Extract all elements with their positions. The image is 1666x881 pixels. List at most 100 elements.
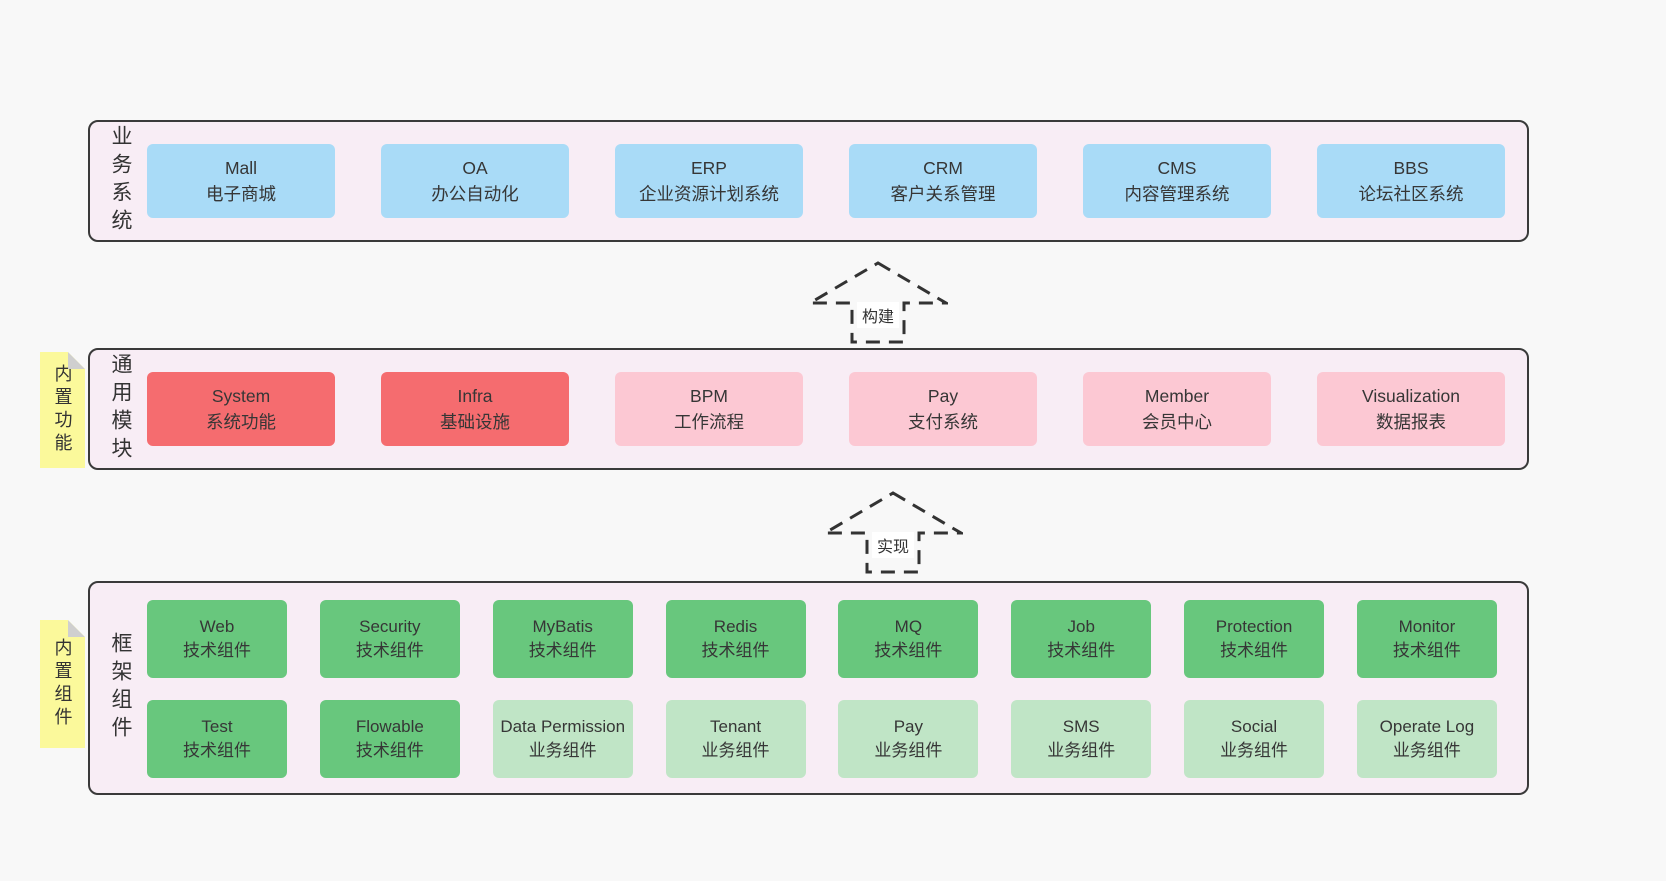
business-systems-row: Mall 电子商城 OA 办公自动化 ERP 企业资源计划系统 CRM 客户关系… [90, 122, 1527, 240]
infra-box-title: Infra [457, 386, 493, 406]
social-box-title: Social [1230, 717, 1278, 736]
sms-box: SMS 业务组件 [1011, 700, 1152, 778]
web-box-title: Web [199, 617, 235, 636]
crm-box-title: CRM [923, 158, 963, 178]
bpm-box-subtitle: 工作流程 [674, 412, 744, 432]
web-box: Web 技术组件 [147, 600, 287, 678]
bbs-box-subtitle: 论坛社区系统 [1358, 184, 1464, 204]
framework-row-2: Test 技术组件 Flowable 技术组件 Data Permission … [147, 700, 1497, 778]
visualization-box: Visualization 数据报表 [1317, 372, 1505, 446]
bpm-box-title: BPM [690, 386, 728, 406]
security-box: Security 技术组件 [319, 600, 460, 678]
sms-box-subtitle: 业务组件 [1047, 741, 1116, 760]
cms-box: CMS 内容管理系统 [1083, 144, 1271, 218]
pay-component-box-title: Pay [893, 717, 924, 736]
mq-box: MQ 技术组件 [838, 600, 979, 678]
mybatis-box-title: MyBatis [532, 617, 593, 636]
protection-box-subtitle: 技术组件 [1220, 641, 1289, 660]
flowable-box-title: Flowable [355, 717, 424, 736]
job-box-title: Job [1067, 617, 1095, 636]
data-permission-box-subtitle: 业务组件 [528, 741, 597, 760]
data-permission-box-title: Data Permission [500, 717, 626, 736]
pay-module-box: Pay 支付系统 [849, 372, 1037, 446]
cms-box-subtitle: 内容管理系统 [1124, 184, 1230, 204]
flowable-box: Flowable 技术组件 [319, 700, 460, 778]
common-modules-panel-label: 通用模块 [109, 353, 132, 465]
member-box-title: Member [1144, 386, 1210, 406]
framework-components-panel-label: 框架组件 [109, 632, 132, 744]
web-box-subtitle: 技术组件 [183, 641, 251, 660]
crm-box: CRM 客户关系管理 [849, 144, 1037, 218]
business-systems-panel: 业务系统 Mall 电子商城 OA 办公自动化 ERP 企业资源计划系统 CRM… [88, 120, 1529, 242]
system-box-subtitle: 系统功能 [206, 412, 276, 432]
common-modules-row: System 系统功能 Infra 基础设施 BPM 工作流程 Pay 支付系统… [90, 350, 1527, 468]
tenant-box-subtitle: 业务组件 [701, 741, 770, 760]
redis-box-subtitle: 技术组件 [701, 641, 770, 660]
monitor-box: Monitor 技术组件 [1356, 600, 1497, 678]
security-box-subtitle: 技术组件 [355, 641, 424, 660]
mall-box-title: Mall [224, 158, 258, 178]
operate-log-box-subtitle: 业务组件 [1392, 741, 1461, 760]
system-box: System 系统功能 [147, 372, 335, 446]
visualization-box-title: Visualization [1362, 386, 1460, 406]
cms-box-title: CMS [1157, 158, 1197, 178]
crm-box-subtitle: 客户关系管理 [890, 184, 996, 204]
pay-module-box-subtitle: 支付系统 [908, 412, 978, 432]
pay-component-box: Pay 业务组件 [838, 700, 979, 778]
bbs-box: BBS 论坛社区系统 [1317, 144, 1505, 218]
tenant-box-title: Tenant [710, 717, 762, 736]
test-box-title: Test [201, 717, 233, 736]
built-in-components-note-text: 内置组件 [52, 638, 73, 730]
implement-arrow-label: 实现 [871, 532, 915, 558]
framework-row-1: Web 技术组件 Security 技术组件 MyBatis 技术组件 Redi… [147, 600, 1497, 678]
redis-box: Redis 技术组件 [665, 600, 806, 678]
system-box-title: System [211, 386, 271, 406]
erp-box: ERP 企业资源计划系统 [615, 144, 803, 218]
job-box-subtitle: 技术组件 [1047, 641, 1116, 660]
bpm-box: BPM 工作流程 [615, 372, 803, 446]
social-box-subtitle: 业务组件 [1220, 741, 1289, 760]
build-arrow-label: 构建 [856, 302, 900, 328]
bbs-box-title: BBS [1393, 158, 1429, 178]
member-box: Member 会员中心 [1083, 372, 1271, 446]
erp-box-subtitle: 企业资源计划系统 [639, 184, 779, 204]
infra-box-subtitle: 基础设施 [440, 412, 510, 432]
social-box: Social 业务组件 [1184, 700, 1325, 778]
common-modules-panel: 通用模块 System 系统功能 Infra 基础设施 BPM 工作流程 Pay… [88, 348, 1529, 470]
redis-box-title: Redis [713, 617, 758, 636]
tenant-box: Tenant 业务组件 [665, 700, 806, 778]
mybatis-box-subtitle: 技术组件 [528, 641, 597, 660]
monitor-box-title: Monitor [1398, 617, 1456, 636]
pay-module-box-title: Pay [927, 386, 959, 406]
build-arrow: 构建 [808, 260, 948, 344]
mq-box-title: MQ [894, 617, 923, 636]
test-box-subtitle: 技术组件 [183, 741, 251, 760]
protection-box-title: Protection [1215, 617, 1293, 636]
framework-components-panel: 框架组件 Web 技术组件 Security 技术组件 MyBatis 技术组件… [88, 581, 1529, 795]
member-box-subtitle: 会员中心 [1142, 412, 1212, 432]
mybatis-box: MyBatis 技术组件 [492, 600, 633, 678]
job-box: Job 技术组件 [1011, 600, 1152, 678]
built-in-components-note: 内置组件 [40, 620, 85, 748]
framework-components-grid: Web 技术组件 Security 技术组件 MyBatis 技术组件 Redi… [90, 583, 1527, 793]
infra-box: Infra 基础设施 [381, 372, 569, 446]
note-fold-corner [68, 620, 85, 637]
operate-log-box: Operate Log 业务组件 [1356, 700, 1497, 778]
flowable-box-subtitle: 技术组件 [355, 741, 424, 760]
monitor-box-subtitle: 技术组件 [1392, 641, 1461, 660]
erp-box-title: ERP [691, 158, 727, 178]
data-permission-box: Data Permission 业务组件 [492, 700, 633, 778]
pay-component-box-subtitle: 业务组件 [874, 741, 943, 760]
note-fold-corner [68, 352, 85, 369]
visualization-box-subtitle: 数据报表 [1376, 412, 1446, 432]
mq-box-subtitle: 技术组件 [874, 641, 943, 660]
mall-box: Mall 电子商城 [147, 144, 335, 218]
security-box-title: Security [359, 617, 421, 636]
protection-box: Protection 技术组件 [1184, 600, 1325, 678]
implement-arrow: 实现 [823, 490, 963, 574]
sms-box-title: SMS [1062, 717, 1100, 736]
business-systems-panel-label: 业务系统 [109, 125, 132, 237]
oa-box-title: OA [462, 158, 488, 178]
built-in-features-note: 内置功能 [40, 352, 85, 468]
